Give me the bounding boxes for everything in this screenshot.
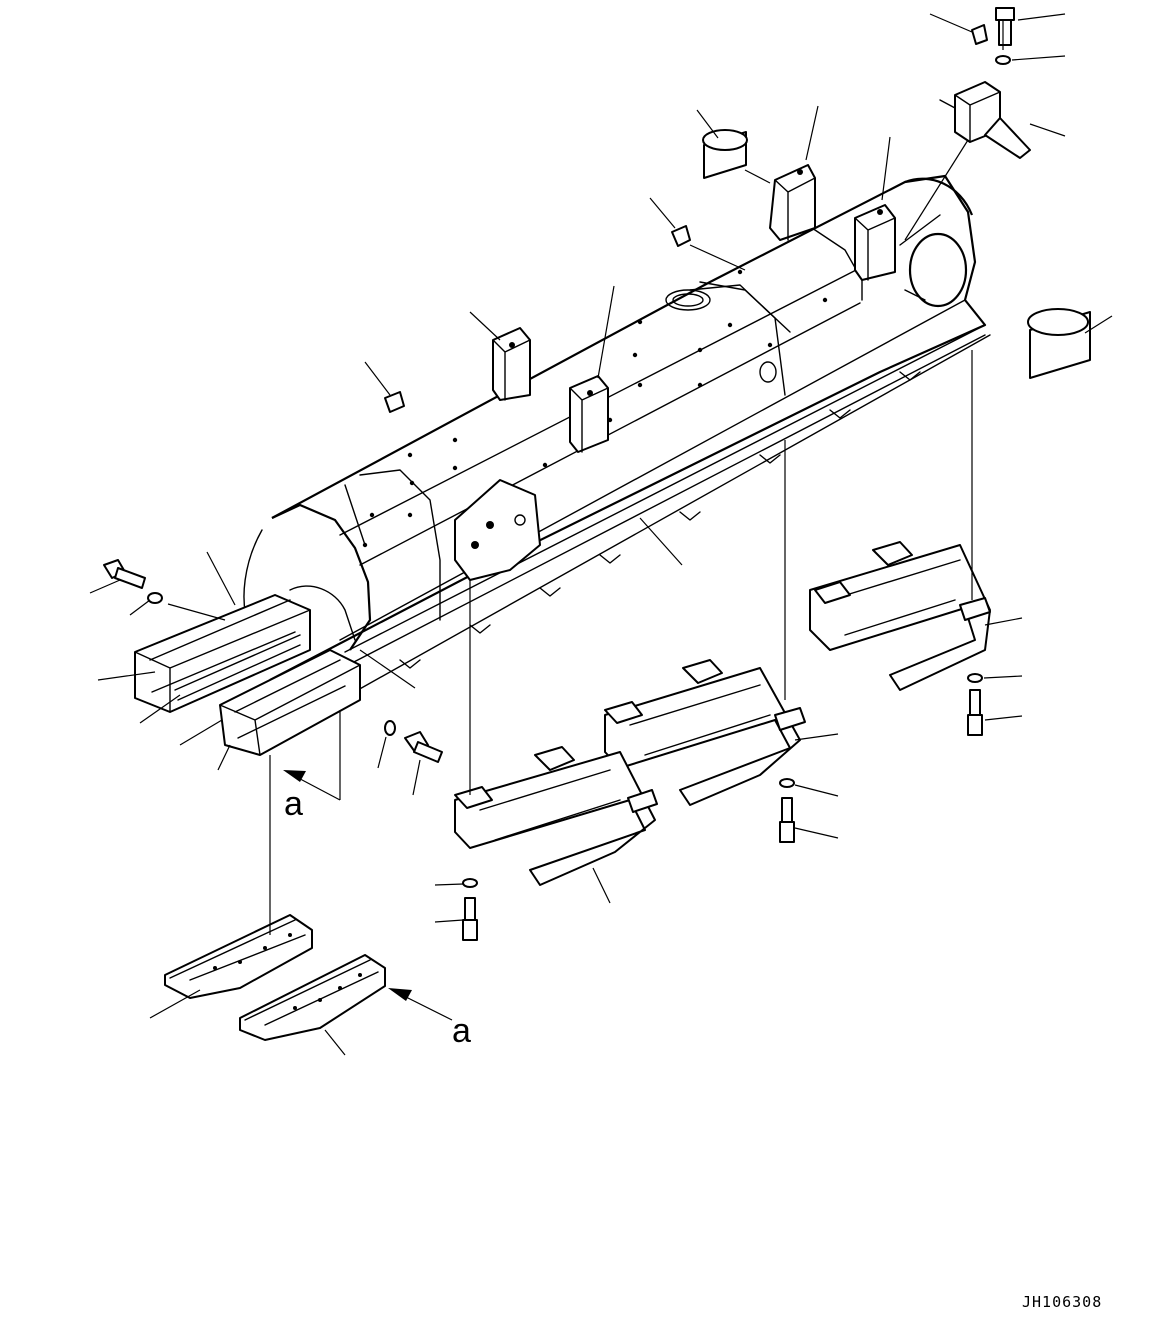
front-slide-rails — [134, 594, 361, 756]
top-brackets — [492, 164, 896, 453]
view-arrow-1: a — [283, 770, 341, 823]
loose-parts — [103, 7, 1091, 763]
roller-guards — [454, 541, 991, 941]
leader-lines — [89, 13, 1113, 1056]
drawing-code: JH106308 — [1022, 1293, 1102, 1311]
view-label-2: a — [452, 1012, 471, 1050]
track-frame — [243, 174, 991, 746]
lower-shoes — [164, 914, 386, 1041]
view-arrow-2: a — [388, 988, 471, 1050]
assembly-lines — [167, 20, 1004, 935]
view-label-1: a — [284, 785, 303, 823]
